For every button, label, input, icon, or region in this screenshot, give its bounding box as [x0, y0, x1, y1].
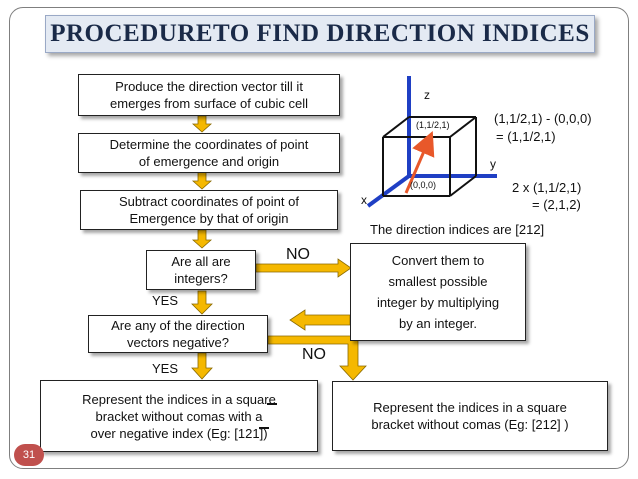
arrow-down-2 [191, 171, 213, 190]
page-title: PROCEDURETO FIND DIRECTION INDICES [50, 20, 590, 47]
result-no-negative: Represent the indices in a square bracke… [332, 381, 608, 451]
step3-line1: Subtract coordinates of point of [119, 194, 299, 209]
branch-yes-2: YES [152, 361, 179, 376]
branch-no-1: NO [286, 246, 310, 263]
calc-line1: (1,1/2,1) - (0,0,0) [494, 111, 592, 126]
branch-no-2: NO [302, 346, 326, 363]
decision2-line1: Are any of the direction [111, 318, 245, 333]
convert-line4: by an integer. [398, 316, 478, 331]
step1-line2: emerges from surface of cubic cell [110, 96, 308, 111]
calc-line4: = (2,1,2) [532, 197, 581, 212]
step-determine-coordinates: Determine the coordinates of point of em… [78, 133, 340, 173]
decision-integers: Are all are integers? [146, 250, 256, 290]
step2-line1: Determine the coordinates of point [109, 137, 309, 152]
step1-line1: Produce the direction vector till it [115, 79, 303, 94]
direction-vector [404, 130, 435, 194]
arrow-down-yes1 [191, 290, 213, 315]
step-convert-smallest: Convert them to smallest possible intege… [350, 243, 526, 341]
origin-label: (0,0,0) [410, 180, 437, 190]
axis-z-label: z [424, 88, 430, 102]
arrow-down-1 [191, 115, 213, 133]
decision2-line2: vectors negative? [127, 335, 229, 350]
page-number: 31 [22, 449, 36, 461]
overline-mark-1 [267, 403, 277, 405]
branch-yes-1: YES [152, 293, 179, 308]
calc-line3: 2 x (1,1/2,1) [512, 180, 582, 195]
arrow-down-3 [191, 229, 213, 249]
x-axis [366, 174, 411, 208]
axis-y-label: y [490, 157, 496, 171]
point-label: (1,1/2,1) [416, 120, 450, 130]
convert-line1: Convert them to [391, 253, 485, 268]
step3-line2: Emergence by that of origin [129, 211, 289, 226]
result-pos-line2: bracket without comas (Eg: [212] ) [371, 417, 569, 432]
step-subtract: Subtract coordinates of point of Emergen… [80, 190, 338, 230]
result-neg-line3: over negative index (Eg: [121]) [90, 425, 268, 441]
calc-line2: = (1,1/2,1) [496, 129, 556, 144]
axis-x-label: x [361, 193, 367, 207]
page-number-badge: 31 [14, 444, 44, 466]
title-banner: PROCEDURETO FIND DIRECTION INDICES [45, 15, 595, 53]
result-pos-line1: Represent the indices in a square [373, 400, 567, 415]
decision1-line1: Are all are [171, 254, 231, 269]
decision1-line2: integers? [174, 271, 228, 286]
decision-negative: Are any of the direction vectors negativ… [88, 315, 268, 353]
result-neg-line1: Represent the indices in a square [82, 391, 276, 407]
convert-line2: smallest possible [388, 274, 488, 289]
arrow-no-1 [255, 258, 352, 278]
result-neg-line2: bracket without comas with a [95, 408, 263, 424]
step2-line2: of emergence and origin [138, 154, 280, 169]
slide-frame [9, 7, 629, 469]
convert-line3: integer by multiplying [376, 295, 500, 310]
step-produce-vector: Produce the direction vector till it eme… [78, 74, 340, 116]
overline-mark-2 [259, 427, 269, 429]
arrow-back [289, 309, 351, 331]
result-negative-index: Represent the indices in a square bracke… [40, 380, 318, 452]
calc-result: The direction indices are [212] [370, 222, 545, 237]
arrow-down-yes2 [191, 352, 213, 380]
